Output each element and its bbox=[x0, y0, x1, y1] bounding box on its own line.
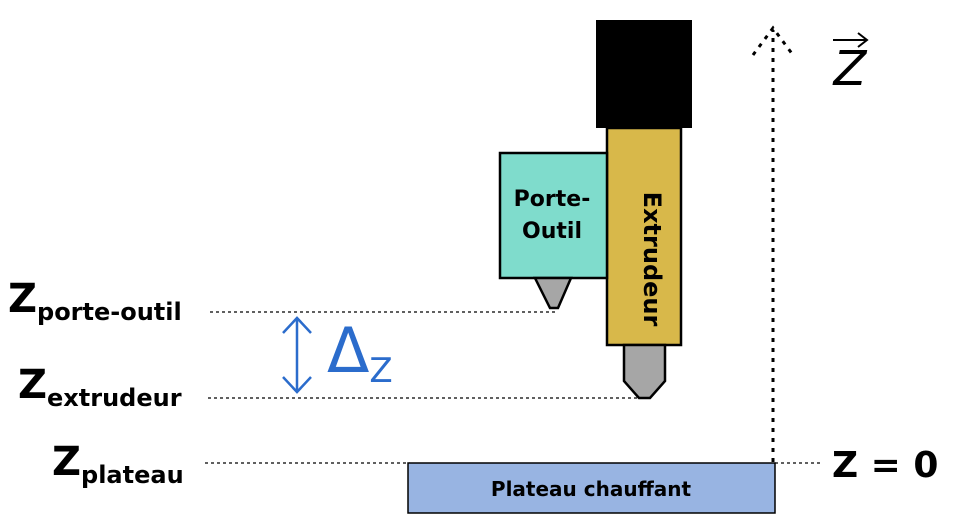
z-axis-arrowhead-icon bbox=[751, 25, 795, 56]
plateau-label: Plateau chauffant bbox=[491, 477, 692, 501]
z-porte-outil-main: Z bbox=[8, 276, 37, 322]
delta-z-arrowhead-bottom-icon bbox=[282, 376, 312, 394]
delta-z-arrowhead-top-icon bbox=[282, 316, 312, 334]
motor-block bbox=[596, 20, 692, 128]
porte-outil-body bbox=[498, 151, 609, 280]
porte-outil-label-line2: Outil bbox=[522, 219, 582, 244]
extrudeur-nozzle bbox=[622, 343, 667, 400]
extrudeur-body bbox=[605, 126, 683, 347]
z-axis-label: Z bbox=[832, 41, 868, 97]
z-porte-outil-label: Zporte-outil bbox=[8, 276, 182, 326]
vector-arrow-icon bbox=[857, 32, 869, 48]
z-extrudeur-sub: extrudeur bbox=[47, 384, 182, 412]
z-plateau-label: Zplateau bbox=[52, 439, 184, 489]
z-zero-label: Z = 0 bbox=[832, 445, 938, 486]
extrudeur-label: Extrudeur bbox=[638, 192, 666, 327]
z-plateau-sub: plateau bbox=[81, 461, 184, 489]
porte-outil-label-line1: Porte- bbox=[514, 187, 591, 212]
z-extrudeur-main: Z bbox=[18, 362, 47, 408]
delta-sub: Z bbox=[369, 351, 392, 391]
z-plateau-main: Z bbox=[52, 439, 81, 485]
porte-outil-nozzle bbox=[532, 276, 573, 310]
delta-z-label: ΔZ bbox=[327, 314, 393, 391]
z-porte-outil-sub: porte-outil bbox=[37, 298, 182, 326]
plateau-chauffant bbox=[407, 462, 776, 514]
z-extrudeur-label: Zextrudeur bbox=[18, 362, 182, 412]
delta-symbol: Δ bbox=[327, 314, 369, 387]
